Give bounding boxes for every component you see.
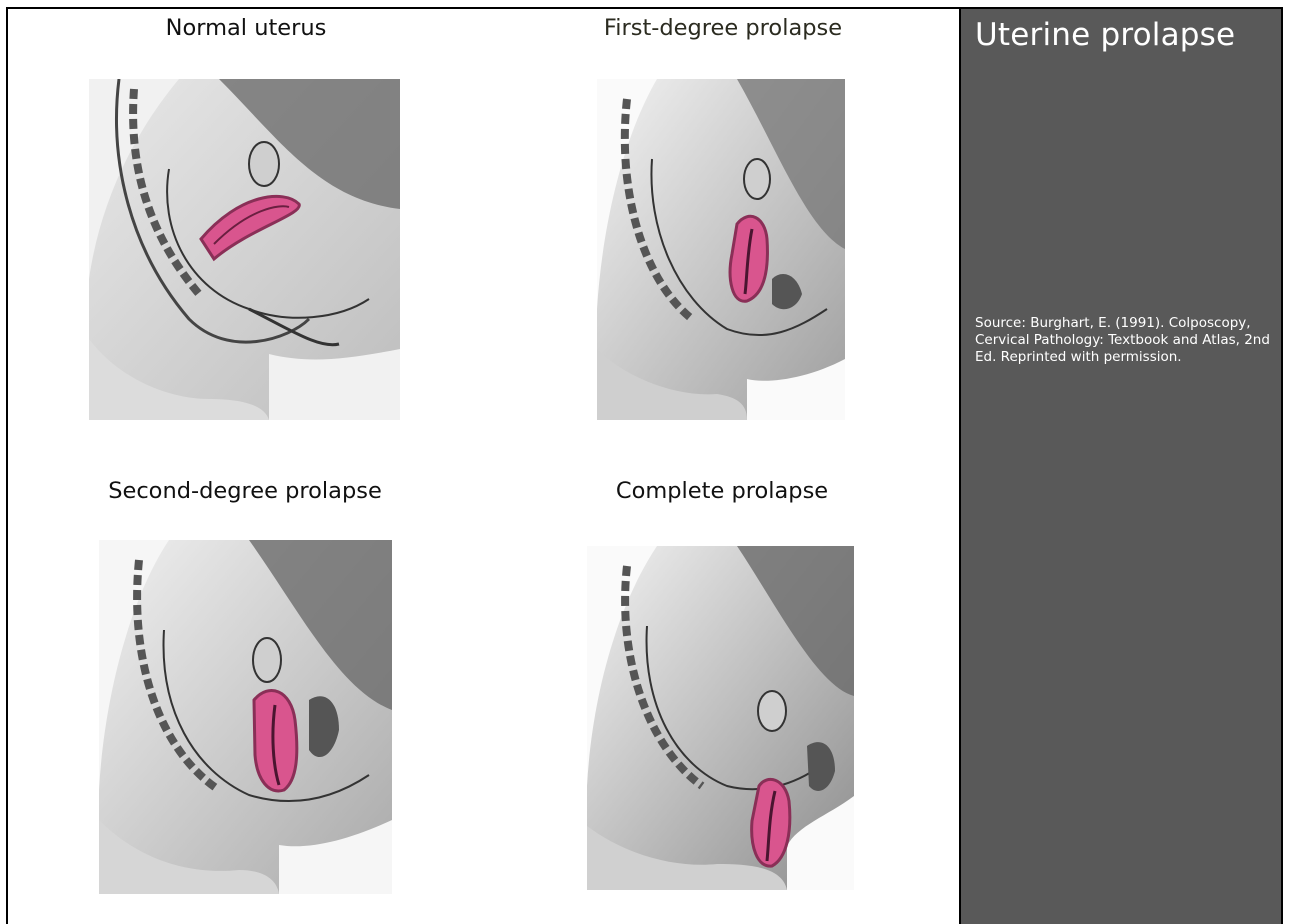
- sidebar-panel: Uterine prolapse Source: Burghart, E. (1…: [961, 9, 1281, 924]
- caption-complete: Complete prolapse: [616, 478, 828, 504]
- source-citation: Source: Burghart, E. (1991). Colposcopy,…: [975, 315, 1275, 366]
- sidebar-title: Uterine prolapse: [975, 17, 1235, 53]
- illustration-first-degree-prolapse: [597, 79, 845, 420]
- caption-second-degree: Second-degree prolapse: [108, 478, 382, 504]
- caption-first-degree: First-degree prolapse: [604, 15, 842, 41]
- illustration-second-degree-prolapse: [99, 540, 392, 894]
- caption-normal-uterus: Normal uterus: [166, 15, 327, 41]
- illustration-complete-prolapse: [587, 546, 854, 890]
- illustration-normal-uterus: [89, 79, 400, 420]
